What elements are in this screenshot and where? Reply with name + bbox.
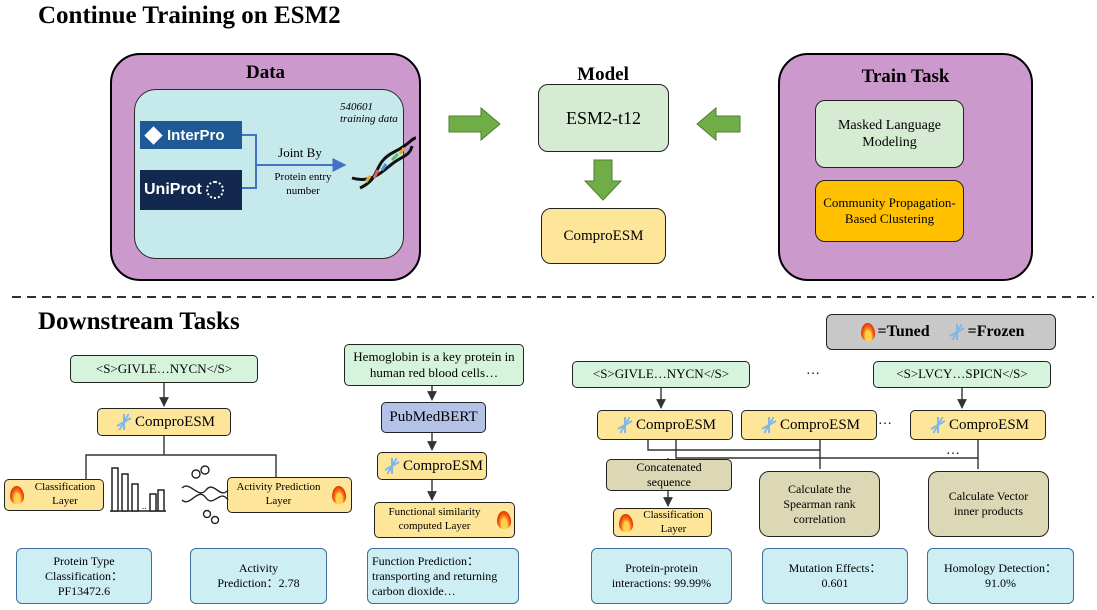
vector-inner-product-box: Calculate Vector inner products <box>928 471 1049 537</box>
interpro-logo: InterPro <box>140 121 242 149</box>
uniprot-label: UniProt <box>144 181 202 198</box>
task2-comproesm-label: ComproESM <box>402 457 483 474</box>
output-homology: Homology Detection：91.0% <box>927 548 1074 604</box>
task1-sequence-box: <S>GIVLE…NYCN</S> <box>70 355 258 383</box>
interpro-label: InterPro <box>167 126 225 144</box>
arrow-data-to-model <box>448 106 501 142</box>
task1-comproesm-box: ComproESM <box>97 408 231 436</box>
arrow-model-down <box>583 159 623 201</box>
task4-comproesm-label: ComproESM <box>779 416 860 433</box>
comproesm-model-box: ComproESM <box>541 208 666 264</box>
task3-sequence-box: <S>GIVLE…NYCN</S> <box>572 361 750 388</box>
concatenated-sequence-box: Concatenated sequence <box>606 459 732 491</box>
train-task-title: Train Task <box>861 66 950 87</box>
output-function: Function Prediction：transporting and ret… <box>367 548 519 604</box>
arrow-task-to-model <box>696 106 741 142</box>
bar-chart-icon: .. <box>110 467 166 512</box>
task5-sequence-box: <S>LVCY…SPICN</S> <box>873 361 1051 388</box>
pubmedbert-box: PubMedBERT <box>381 402 486 433</box>
task1-activity-label: Activity Prediction Layer <box>236 481 321 507</box>
legend-box: =Tuned =Frozen <box>826 314 1056 350</box>
legend-tuned-label: =Tuned <box>877 323 930 340</box>
task3-comproesm-box: ComproESM <box>597 410 733 440</box>
snowflake-icon <box>760 417 777 433</box>
training-count: 540601 <box>340 101 373 113</box>
task5-comproesm-label: ComproESM <box>948 416 1029 433</box>
task1-comproesm-label: ComproESM <box>134 413 215 430</box>
task3-classification-label: Classification Layer <box>643 508 704 535</box>
snowflake-icon <box>948 324 965 340</box>
functional-similarity-layer: Functional similarity computed Layer <box>374 502 515 538</box>
task1-classification-label: Classification Layer <box>34 481 96 507</box>
joint-by-label: Joint By <box>278 145 322 160</box>
molecule-icon <box>181 465 229 525</box>
task1-activity-layer: Activity Prediction Layer <box>227 477 352 513</box>
output-activity: Activity Prediction：2.78 <box>190 548 327 604</box>
snowflake-icon <box>616 417 633 433</box>
data-panel-title: Data <box>245 62 286 83</box>
output-mutation: Mutation Effects：0.601 <box>762 548 908 604</box>
ellipsis-sequences: … <box>806 363 820 378</box>
esm2-t12-box: ESM2-t12 <box>538 84 669 152</box>
legend-frozen-label: =Frozen <box>967 323 1025 340</box>
data-join-lines <box>242 134 347 189</box>
ellipsis-branches: … <box>946 443 960 458</box>
mlm-box: Masked Language Modeling <box>815 100 964 168</box>
training-data-label: training data <box>340 113 398 125</box>
output-ppi: Protein-protein interactions: 99.99% <box>591 548 732 604</box>
task345-connectors <box>647 388 979 507</box>
task4-comproesm-box: ComproESM <box>741 410 877 440</box>
output-protein-type: Protein Type Classification：PF13472.6 <box>16 548 152 604</box>
uniprot-dots-icon <box>205 181 224 199</box>
functional-similarity-label: Functional similarity computed Layer <box>388 506 481 532</box>
task2-hemoglobin-text: Hemoglobin is a key protein in human red… <box>344 344 524 386</box>
svg-text:..: .. <box>142 501 147 511</box>
spearman-box: Calculate the Spearman rank correlation <box>759 471 880 537</box>
snowflake-icon <box>929 417 946 433</box>
uniprot-logo: UniProt <box>140 170 242 210</box>
snowflake-icon <box>115 414 132 430</box>
task3-classification-layer: Classification Layer <box>613 508 712 537</box>
model-title: Model <box>577 64 629 85</box>
task5-comproesm-box: ComproESM <box>910 410 1046 440</box>
task2-comproesm-box: ComproESM <box>377 452 487 480</box>
section-title-downstream: Downstream Tasks <box>38 308 240 335</box>
dna-helix-icon <box>351 136 417 190</box>
task1-classification-layer: Classification Layer <box>4 479 104 511</box>
section-title-training: Continue Training on ESM2 <box>38 2 341 29</box>
community-clustering-box: Community Propagation-Based Clustering <box>815 180 964 242</box>
protein-entry-label: Protein entry number <box>274 171 332 198</box>
task1-connectors <box>85 383 277 480</box>
task3-comproesm-label: ComproESM <box>635 416 716 433</box>
snowflake-icon <box>383 458 400 474</box>
ellipsis-compro: … <box>878 413 892 428</box>
